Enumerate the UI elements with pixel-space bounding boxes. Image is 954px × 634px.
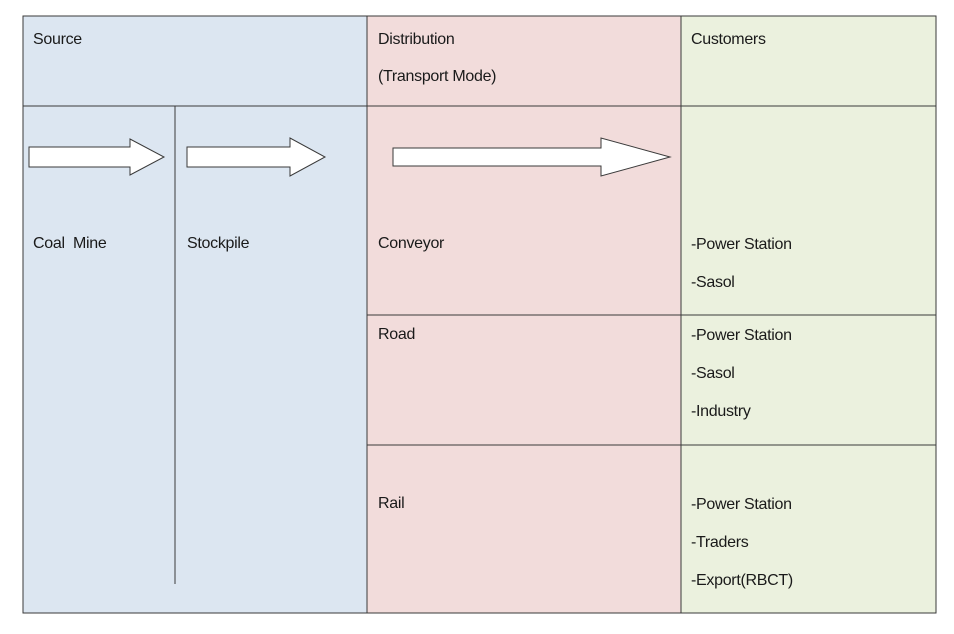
header-distribution: Distribution <box>378 31 455 48</box>
mode-road: Road <box>378 326 416 343</box>
customer-item: -Export(RBCT) <box>691 572 793 589</box>
arrow-distribution-to-customers <box>392 137 672 177</box>
label-coal-mine: Coal Mine <box>33 235 107 252</box>
customers-road: -Power Station -Sasol -Industry <box>691 317 792 431</box>
customer-item: -Sasol <box>691 365 735 382</box>
customers-rail: -Power Station -Traders -Export(RBCT) <box>691 486 793 600</box>
customer-item: -Power Station <box>691 236 792 253</box>
customer-item: -Power Station <box>691 496 792 513</box>
header-distribution-subtitle: (Transport Mode) <box>378 68 497 85</box>
label-stockpile: Stockpile <box>187 235 250 252</box>
header-source: Source <box>33 31 82 48</box>
customer-item: -Power Station <box>691 327 792 344</box>
arrow-stockpile-to-distribution <box>186 137 327 177</box>
customer-item: -Industry <box>691 403 751 420</box>
mode-rail: Rail <box>378 495 405 512</box>
arrow-coal-to-stockpile <box>28 138 166 176</box>
mode-conveyor: Conveyor <box>378 235 445 252</box>
customers-conveyor: -Power Station -Sasol <box>691 226 792 302</box>
header-customers: Customers <box>691 31 766 48</box>
customer-item: -Sasol <box>691 274 735 291</box>
source-column-bg <box>23 16 367 613</box>
customer-item: -Traders <box>691 534 749 551</box>
